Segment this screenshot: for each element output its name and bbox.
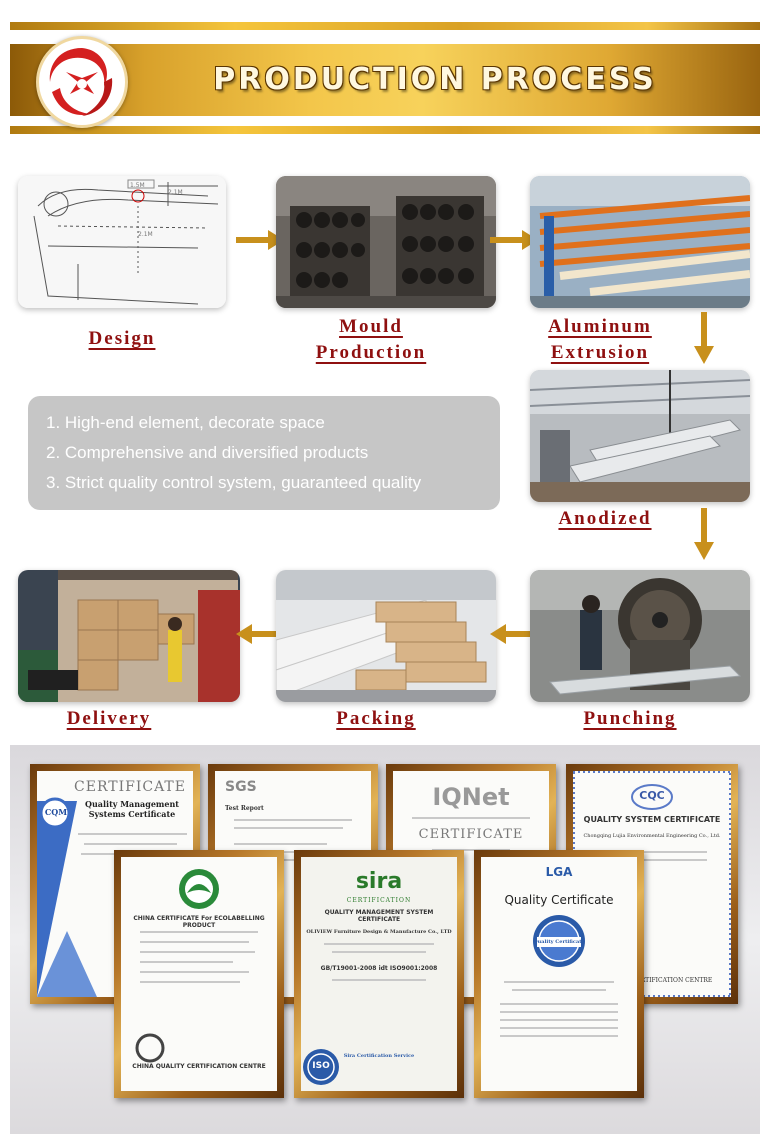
step-label-anodized: Anodized [558,508,652,529]
cqm-cert-title: CERTIFICATE [74,779,186,795]
iqnet-logo: IQNet [432,783,510,811]
svg-text:2.1M: 2.1M [138,231,153,238]
design-drawing-photo: 1.5M 2.1M 2.1M [18,176,226,308]
arrow-down-icon [694,508,714,560]
svg-text:2.1M: 2.1M [168,189,183,196]
arrow-down-icon [694,312,714,364]
cqc-footer: CERTIFICATION CENTRE [631,977,713,984]
sira-logo: sira [355,869,403,894]
step-label-delivery: Delivery [66,708,152,729]
lga-seal: Quality Certificate [533,939,585,945]
feature-list-box: 1. High-end element, decorate space 2. C… [28,396,500,510]
feature-item: 1. High-end element, decorate space [46,413,325,432]
header-top-rule [10,22,760,30]
arrow-left-icon [490,624,538,644]
sgs-logo: SGS [225,779,257,795]
certificate-sira: sira CERTIFICATION QUALITY MANAGEMENT SY… [294,850,464,1098]
swirl-logo-icon [49,48,113,116]
svg-text:1.5M: 1.5M [130,182,145,189]
step-label-packing: Packing [336,708,416,729]
aluminum-extrusion-photo [530,176,750,308]
certificate-ecolabel: CHINA CERTIFICATE For ECOLABELLING PRODU… [114,850,284,1098]
cqc-logo: CQC [639,789,665,802]
lga-logo: LGA [545,865,573,879]
packing-photo [276,570,496,702]
sira-cert-title: QUALITY MANAGEMENT SYSTEM CERTIFICATE [324,909,434,923]
feature-item: 2. Comprehensive and diversified product… [46,443,369,462]
arrow-right-icon [236,230,284,250]
mould-production-photo [276,176,496,308]
certificate-lga: LGA Quality Certificate Quality Certific… [474,850,644,1098]
sira-footer: Sira Certification Service [343,1053,415,1059]
step-label-design: Design [88,328,156,349]
iqnet-cert-title: CERTIFICATE [418,827,524,842]
step-label-punching: Punching [583,708,677,729]
header-bottom-rule [10,126,760,134]
eco-footer: CHINA QUALITY CERTIFICATION CENTRE [132,1063,266,1070]
delivery-photo [18,570,240,702]
feature-item: 3. Strict quality control system, guaran… [46,473,422,492]
sgs-report-title: Test Report [225,805,264,812]
cqm-cert-subtitle: Quality Management Systems Certificate [85,799,179,819]
arrow-right-icon [490,230,538,250]
eco-cert-title: CHINA CERTIFICATE For ECOLABELLING PRODU… [133,915,265,929]
iso-seal: ISO [312,1061,330,1071]
header-banner [10,44,760,116]
anodized-photo [530,370,750,502]
sira-standard: GB/T19001-2008 idt ISO9001:2008 [320,965,438,972]
lga-cert-title: Quality Certificate [504,893,614,907]
page-title: PRODUCTION PROCESS [213,62,657,97]
cqc-cert-title: QUALITY SYSTEM CERTIFICATE [583,815,721,824]
punching-photo [530,570,750,702]
arrow-left-icon [236,624,284,644]
company-logo [36,36,128,128]
sira-company: OLIVIEW Furniture Design & Manufacture C… [306,929,452,935]
cqc-company: Chongqing Lujia Environmental Engineerin… [583,833,721,839]
cqm-logo: CQM [44,807,68,817]
sira-sublogo: CERTIFICATION [346,897,412,904]
